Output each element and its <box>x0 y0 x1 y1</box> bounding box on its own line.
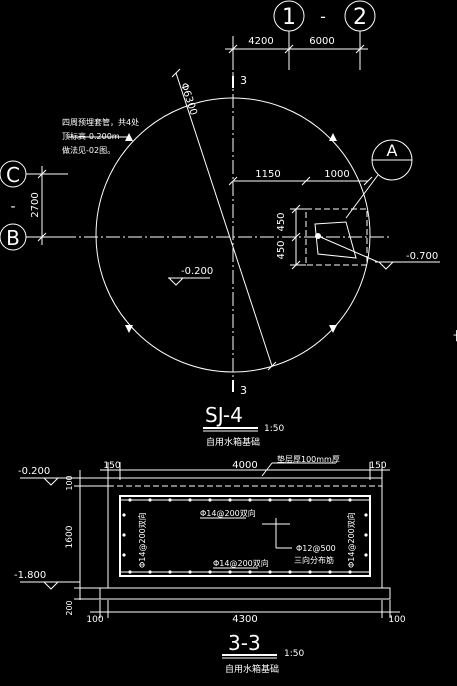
dim-450-top: 450 <box>276 212 287 231</box>
rebar-dist-1: Φ12@500 <box>296 544 336 553</box>
dimension-top: 4200 6000 <box>225 36 368 54</box>
elev-right: -0.700 <box>406 251 438 262</box>
rebar-top: Φ14@200双向 <box>200 508 256 518</box>
grid-axis-2: 2 <box>344 0 376 32</box>
elev-left: -0.200 <box>181 266 213 277</box>
grid-axis-1: 1 <box>273 0 305 32</box>
grid-axis-1-label: 1 <box>282 5 296 30</box>
section-title-block: 3-3 1:50 自用水箱基础 <box>222 631 304 675</box>
misc-mark: ㅓ <box>450 329 457 343</box>
note-line-1: 四周预埋套管，共4处 <box>62 117 139 127</box>
dim-1000: 1000 <box>324 169 349 180</box>
section-title: 3-3 <box>228 631 261 655</box>
cushion-note: 垫层厚100mm厚 <box>277 454 340 464</box>
sleeve-marker-bottom-left <box>125 325 133 333</box>
note-line-2: 顶标高-0.200m <box>62 131 120 141</box>
dim-4000: 4000 <box>232 460 257 471</box>
section-scale: 1:50 <box>284 649 304 659</box>
elev-bottom: -1.800 <box>14 570 46 581</box>
plan-title: SJ-4 <box>205 403 243 427</box>
dim-1600: 1600 <box>65 525 75 548</box>
grid-axis-dash-left: - <box>10 199 15 215</box>
sleeve-marker-top-right <box>329 133 337 141</box>
plan-scale: 1:50 <box>264 424 284 434</box>
note-line-3: 做法见-02图。 <box>62 145 115 155</box>
dim-200: 200 <box>65 600 74 615</box>
tank-plan: Φ6300 3 3 四周预埋套管，共4处 顶标高-0.200m 做法见-02图。… <box>40 68 390 397</box>
dim-450-bottom: 450 <box>276 240 287 259</box>
section-subtitle: 自用水箱基础 <box>225 663 279 675</box>
grid-axis-2-label: 2 <box>353 5 367 30</box>
dim-100-right: 100 <box>388 615 405 625</box>
detail-callout: A <box>387 141 398 160</box>
grid-axis-c-label: C <box>6 163 20 187</box>
dim-4200: 4200 <box>248 36 273 47</box>
grid-axis-c: C <box>0 160 27 188</box>
dim-4300: 4300 <box>232 614 257 625</box>
section-mark-bottom: 3 <box>240 384 247 397</box>
section-mark-top: 3 <box>240 74 247 87</box>
grid-axis-dash-top: - <box>320 7 326 26</box>
dim-1150: 1150 <box>255 169 280 180</box>
rebar-dist-2: 三向分布筋 <box>294 555 334 565</box>
section-3-3: 150 4000 150 垫层厚100mm厚 <box>14 454 406 625</box>
dim-2700: 2700 <box>30 192 41 217</box>
elev-top: -0.200 <box>18 466 50 477</box>
dim-6000: 6000 <box>309 36 334 47</box>
grid-axis-b: B <box>0 223 27 251</box>
rebar-dots <box>122 498 368 574</box>
dim-150-left: 150 <box>103 461 120 471</box>
rebar-right: Φ14@200双向 <box>346 512 356 568</box>
rebar-left: Φ14@200双向 <box>137 512 147 568</box>
pit-detail: 1150 1000 450 450 -0.700 A ㅓ <box>228 139 457 343</box>
dimension-left: 2700 <box>30 166 47 245</box>
dim-150-right: 150 <box>369 461 386 471</box>
plan-subtitle: 自用水箱基础 <box>206 436 260 448</box>
sleeve-marker-bottom-right <box>329 325 337 333</box>
dim-100-left: 100 <box>86 615 103 625</box>
grid-axis-b-label: B <box>6 226 20 250</box>
dim-100-top: 100 <box>65 475 74 490</box>
dim-diameter: Φ6300 <box>178 82 199 117</box>
plan-title-block: SJ-4 1:50 自用水箱基础 <box>203 403 284 448</box>
rebar-bottom: Φ14@200双向 <box>213 558 269 568</box>
